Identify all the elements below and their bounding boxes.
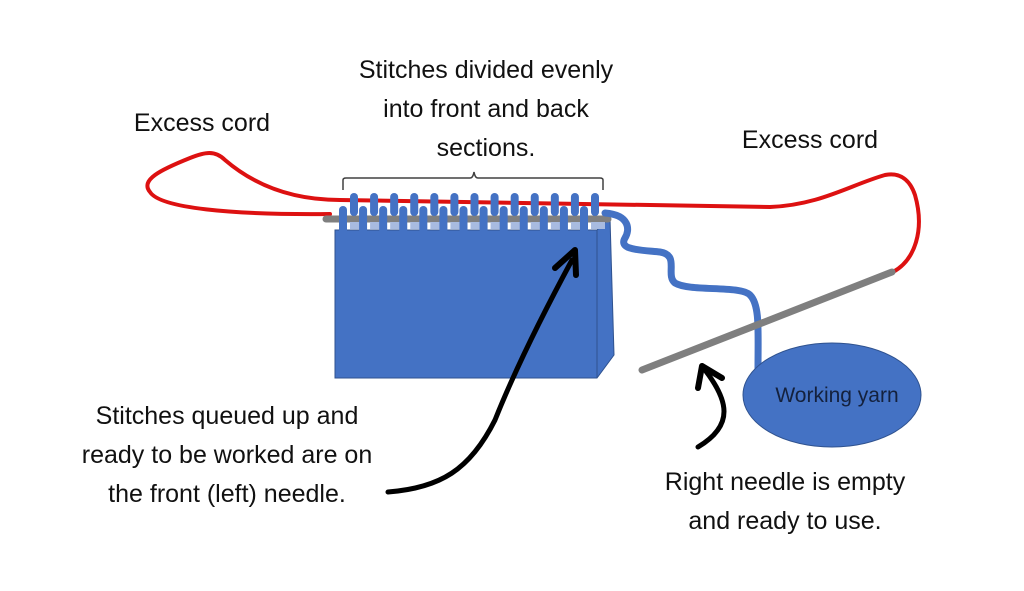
working-yarn-strand — [601, 209, 762, 374]
stitches-queued-line-1: Stitches queued up and — [96, 402, 359, 430]
stitch-gap — [450, 222, 465, 229]
excess-cord-right-label: Excess cord — [742, 126, 878, 154]
stitch-gap — [350, 222, 364, 229]
stitches-divided-line-3: sections. — [437, 134, 536, 162]
stitch-gap — [530, 222, 545, 229]
stitch-gap — [550, 222, 565, 229]
stitches-bracket — [342, 171, 604, 190]
stitch-gap — [490, 222, 505, 229]
stitch-gap — [390, 222, 405, 229]
stitch-gap — [510, 222, 525, 229]
stitch-gap — [370, 222, 385, 229]
stitches-queued-line-2: ready to be worked are on — [82, 441, 372, 469]
excess-cord-left-label: Excess cord — [134, 109, 270, 137]
stitches-divided-line-2: into front and back — [383, 95, 589, 123]
right-needle-line-2: and ready to use. — [688, 507, 881, 535]
working-yarn-ball — [742, 342, 922, 448]
knitted-fabric — [334, 216, 615, 379]
right-needle — [638, 268, 896, 374]
stitches-divided-line-1: Stitches divided evenly — [359, 56, 614, 84]
stitch-gap — [470, 222, 485, 229]
arrow-to-left-needle — [385, 257, 575, 495]
arrow-head-right-needle-icon — [695, 363, 725, 391]
stitches-group — [339, 193, 605, 236]
right-needle-line-1: Right needle is empty — [665, 468, 906, 496]
stitch-gap — [430, 222, 445, 229]
excess-cord-right — [338, 172, 921, 274]
stitches-queued-line-3: the front (left) needle. — [108, 480, 346, 508]
working-yarn-label: Working yarn — [775, 384, 898, 407]
arrow-to-right-needle — [695, 367, 727, 450]
stitch-gap — [410, 222, 425, 229]
excess-cord-left — [145, 151, 342, 217]
stitch-gap — [591, 222, 605, 229]
stitch-gap — [570, 222, 585, 229]
arrow-head-left-needle-icon — [552, 247, 579, 278]
